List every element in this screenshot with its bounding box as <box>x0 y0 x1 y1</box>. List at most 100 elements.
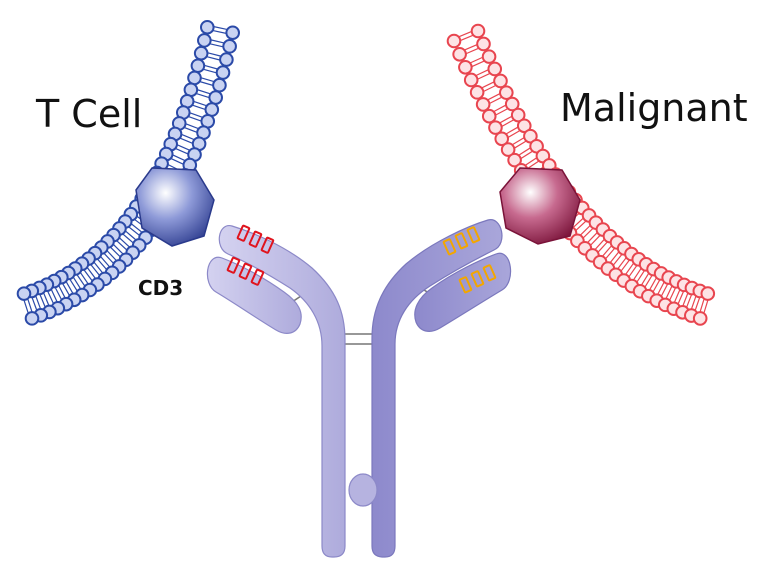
lipid-tail <box>110 246 121 258</box>
lipid-tail <box>609 251 620 263</box>
lipid-head <box>487 61 503 77</box>
lipid-head <box>452 46 467 62</box>
lipid-head <box>475 97 491 112</box>
lipid-tail <box>617 257 627 269</box>
lipid-tail <box>481 81 495 89</box>
lipid-head <box>16 286 32 301</box>
antibody-heavy-chain-right <box>371 219 503 558</box>
lipid-tail <box>518 147 531 156</box>
bispecific-antibody <box>206 219 512 558</box>
lipid-head <box>510 107 526 123</box>
lipid-head <box>463 72 479 88</box>
lipid-tail <box>475 69 489 77</box>
lipid-tail <box>27 298 33 312</box>
lipid-tail <box>97 258 107 270</box>
malignant-cell-membrane <box>446 23 716 326</box>
lipid-head <box>199 19 215 35</box>
lipid-head <box>197 33 212 48</box>
lipid-tail <box>189 112 203 118</box>
lipid-tail <box>199 81 214 86</box>
lipid-tail <box>65 281 74 294</box>
lipid-tail <box>128 226 140 236</box>
lipid-head <box>458 59 473 75</box>
lipid-head <box>190 58 206 74</box>
lipid-tail <box>193 100 207 107</box>
lipid-tail <box>200 77 215 83</box>
lipid-head <box>469 85 485 100</box>
lipid-tail <box>483 84 496 92</box>
lipid-head <box>499 85 514 100</box>
lipid-tail <box>527 160 540 170</box>
lipid-tail <box>72 276 82 289</box>
lipid-head <box>494 131 510 147</box>
lipid-tail <box>203 68 217 74</box>
lipid-tail <box>39 294 46 308</box>
lipid-tail <box>633 268 642 281</box>
lipid-head <box>507 152 522 168</box>
lipid-head <box>24 311 40 326</box>
lipid-tail <box>602 245 612 257</box>
lipid-tail <box>649 277 657 290</box>
lipid-tail <box>495 108 508 116</box>
lipid-head <box>470 23 486 39</box>
lipid-tail <box>520 150 533 159</box>
lipid-tail <box>47 290 54 304</box>
lipid-tail <box>594 239 605 250</box>
lipid-tail <box>620 259 630 272</box>
antibody-fc-knob <box>348 473 378 507</box>
lipid-tail <box>471 60 485 68</box>
lipid-tail <box>196 93 210 99</box>
lipid-tail <box>43 292 50 306</box>
lipid-tail <box>90 264 100 276</box>
cd3-binding-site <box>226 224 275 286</box>
lipid-tail <box>694 297 701 311</box>
lipid-tail <box>575 220 587 231</box>
lipid-tail <box>206 56 220 61</box>
lipid-tail <box>641 273 650 286</box>
lipid-tail <box>192 104 206 111</box>
lipid-tail <box>489 96 502 104</box>
lipid-tail <box>487 93 501 101</box>
tumor-antigen-receptor-icon <box>499 167 581 245</box>
lipid-tail <box>212 29 227 34</box>
lipid-tail <box>69 279 78 292</box>
lipid-tail <box>100 256 110 268</box>
lipid-tail <box>185 123 199 130</box>
lipid-tail <box>79 272 89 285</box>
lipid-tail <box>31 297 38 311</box>
lipid-tail <box>625 262 634 275</box>
lipid-head <box>692 311 708 326</box>
lipid-tail <box>172 154 186 162</box>
lipid-tail <box>677 291 685 305</box>
lipid-head <box>476 36 491 52</box>
lipid-tail <box>458 31 472 38</box>
lipid-tail <box>35 295 42 309</box>
lipid-tail <box>525 157 537 166</box>
lipid-tail <box>690 296 697 310</box>
malignant-cell-label: Malignant <box>560 86 748 130</box>
lipid-tail <box>499 115 513 124</box>
lipid-tail <box>652 279 661 292</box>
cd3-receptor-icon <box>135 167 215 247</box>
lipid-tail <box>493 104 506 112</box>
lipid-tail <box>50 289 58 302</box>
lipid-tail <box>116 240 128 251</box>
lipid-tail <box>699 298 705 312</box>
lipid-tail <box>512 137 525 146</box>
lipid-head <box>700 286 716 301</box>
lipid-tail <box>125 230 137 241</box>
lipid-tail <box>582 228 594 239</box>
lipid-tail <box>465 47 479 55</box>
lipid-tail <box>580 225 591 236</box>
lipid-tail <box>62 283 70 296</box>
lipid-head <box>481 49 497 64</box>
lipid-tail <box>597 241 608 253</box>
t-cell-membrane <box>16 19 241 326</box>
lipid-tail <box>460 34 474 41</box>
lipid-tail <box>83 269 93 282</box>
lipid-head <box>208 90 224 105</box>
cd3-label: CD3 <box>138 276 184 300</box>
lipid-tail <box>514 140 527 149</box>
lipid-tail <box>505 126 519 135</box>
